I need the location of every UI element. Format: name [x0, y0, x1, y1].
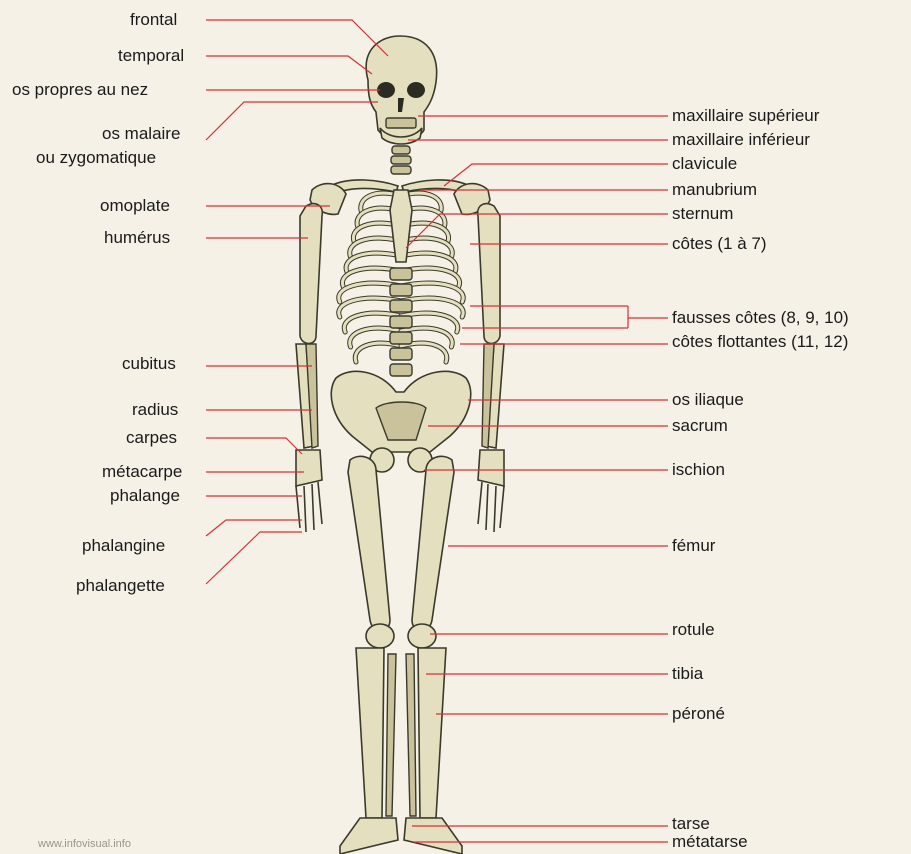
- label-maxillaire-superieur: maxillaire supérieur: [672, 106, 819, 126]
- credit-text: www.infovisual.info: [38, 838, 131, 850]
- right-leg: [404, 456, 462, 854]
- label-manubrium: manubrium: [672, 180, 757, 200]
- pelvis: [331, 371, 471, 472]
- label-sternum: sternum: [672, 204, 733, 224]
- label-fausses-cotes: fausses côtes (8, 9, 10): [672, 308, 849, 328]
- label-os-malaire: os malaire: [102, 124, 180, 144]
- label-rotule: rotule: [672, 620, 715, 640]
- left-arm: [296, 204, 322, 532]
- label-frontal: frontal: [130, 10, 177, 30]
- label-humerus: humérus: [104, 228, 170, 248]
- label-phalangette: phalangette: [76, 576, 165, 596]
- left-leg: [340, 456, 398, 854]
- label-carpes: carpes: [126, 428, 177, 448]
- vertebra: [390, 316, 412, 328]
- label-tibia: tibia: [672, 664, 703, 684]
- label-os-propres-au-nez: os propres au nez: [12, 80, 148, 100]
- label-temporal: temporal: [118, 46, 184, 66]
- label-metatarse: métatarse: [672, 832, 748, 852]
- vertebra: [390, 348, 412, 360]
- label-cotes-flottantes: côtes flottantes (11, 12): [672, 332, 848, 352]
- label-omoplate: omoplate: [100, 196, 170, 216]
- vertebra: [390, 268, 412, 280]
- label-maxillaire-inferieur: maxillaire inférieur: [672, 130, 810, 150]
- label-phalange: phalange: [110, 486, 180, 506]
- vertebra: [390, 332, 412, 344]
- label-cubitus: cubitus: [122, 354, 176, 374]
- label-ischion: ischion: [672, 460, 725, 480]
- vertebra: [390, 284, 412, 296]
- lumbar-spine: [390, 268, 412, 376]
- label-tarse: tarse: [672, 814, 710, 834]
- label-zygomatique: ou zygomatique: [36, 148, 156, 168]
- label-phalangine: phalangine: [82, 536, 165, 556]
- label-perone: péroné: [672, 704, 725, 724]
- label-os-iliaque: os iliaque: [672, 390, 744, 410]
- cervical-spine: [391, 146, 411, 174]
- label-metacarpe: métacarpe: [102, 462, 182, 482]
- label-clavicule: clavicule: [672, 154, 737, 174]
- label-sacrum: sacrum: [672, 416, 728, 436]
- label-radius: radius: [132, 400, 178, 420]
- sternum-bone: [390, 190, 412, 262]
- right-arm: [478, 204, 504, 532]
- label-cotes: côtes (1 à 7): [672, 234, 767, 254]
- label-femur: fémur: [672, 536, 715, 556]
- vertebra: [390, 364, 412, 376]
- vertebra: [390, 300, 412, 312]
